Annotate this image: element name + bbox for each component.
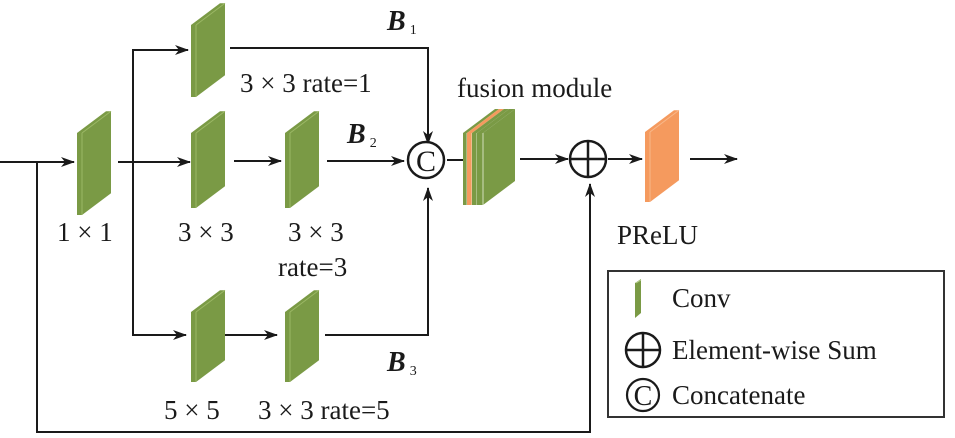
legend-label-conv: Conv: [672, 283, 731, 313]
arrow-to-b3-conv1: [132, 269, 187, 340]
b2-conv1-block: [191, 110, 226, 208]
circle-plus-icon: [624, 331, 662, 369]
b3-conv1-label: 5 × 5: [164, 395, 220, 425]
b3-conv2-label: 3 × 3 rate=5: [258, 395, 390, 425]
branch-name: B: [387, 6, 406, 37]
arrow-to-b1-conv: [132, 45, 189, 269]
b1-conv-block: [191, 2, 226, 97]
circle-c-icon: C: [625, 377, 661, 413]
b2-conv1-label: 3 × 3: [178, 217, 234, 247]
legend-label-concat: Concatenate: [672, 380, 806, 410]
legend-label-sum: Element-wise Sum: [672, 335, 877, 365]
branch-name: B: [387, 347, 406, 378]
circle-c-glyph: C: [634, 381, 653, 412]
b2-conv2-label-line1: 3 × 3: [288, 217, 344, 247]
legend-icons: C: [624, 279, 662, 413]
b2-conv2-block: [285, 110, 320, 208]
b1-conv-label: 3 × 3 rate=1: [240, 68, 372, 98]
concat-operator: C: [406, 140, 446, 180]
branch-sub: 3: [409, 364, 417, 379]
prelu-block: [645, 109, 680, 202]
connections: [0, 45, 738, 433]
legend: [607, 270, 945, 418]
branch-sub: 2: [369, 136, 377, 151]
skip-connection: [36, 162, 595, 433]
b3-conv1-block: [191, 289, 226, 382]
concat-symbol: C: [416, 145, 436, 178]
b1-path: [230, 47, 433, 145]
prelu-label: PReLU: [617, 220, 698, 250]
b3-conv2-block: [285, 289, 320, 382]
sum-operator: [568, 139, 608, 179]
b3-path: [325, 187, 433, 336]
branch-name: B: [347, 119, 366, 150]
input-conv-block: [77, 110, 112, 215]
branch-sub: 1: [409, 23, 417, 38]
conv-block-icon: [635, 279, 642, 318]
fusion-module-block: [463, 109, 515, 205]
b2-conv2-label-line2: rate=3: [278, 252, 348, 282]
input-conv-label: 1 × 1: [57, 217, 113, 247]
fusion-module-label: fusion module: [457, 73, 613, 103]
